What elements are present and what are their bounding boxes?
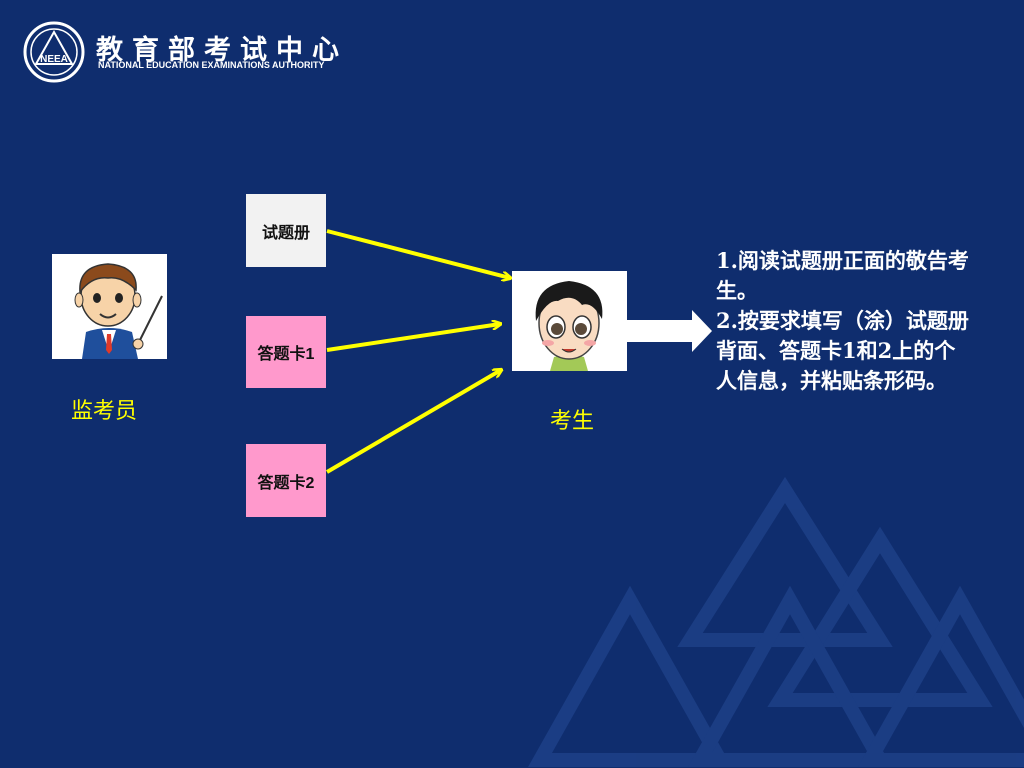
neea-emblem-icon: NEEA: [23, 21, 85, 83]
invigilator-avatar: [52, 254, 167, 359]
instructions: 1.阅读试题册正面的敬告考生。 2.按要求填写（涂）试题册背面、答题卡1和2上的…: [716, 246, 972, 396]
org-subtitle: NATIONAL EDUCATION EXAMINATIONS AUTHORIT…: [98, 60, 325, 70]
instruction-1: 1.阅读试题册正面的敬告考生。: [716, 248, 969, 303]
instruction-2: 2.按要求填写（涂）试题册背面、答题卡1和2上的个人信息，并粘贴条形码。: [716, 308, 969, 393]
logo-letters: NEEA: [40, 54, 68, 65]
test-booklet-card: 试题册: [246, 194, 326, 267]
neea-logo: NEEA 教育部考试中心 NATIONAL EDUCATION EXAMINAT…: [22, 20, 382, 84]
answer-sheet-1-card: 答题卡1: [246, 316, 326, 388]
examinee-avatar: [512, 271, 627, 371]
answer-sheet-2-card: 答题卡2: [246, 444, 326, 517]
examinee-label: 考生: [550, 409, 595, 434]
invigilator-label: 监考员: [71, 399, 138, 424]
org-title: 教育部考试中心: [96, 35, 348, 66]
